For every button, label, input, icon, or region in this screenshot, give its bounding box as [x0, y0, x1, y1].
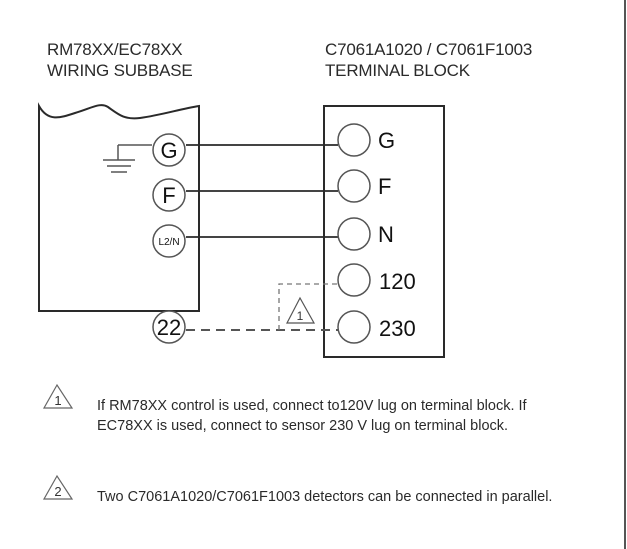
note-1-text: If RM78XX control is used, connect to120…: [97, 398, 527, 434]
note-2-marker: 2: [54, 484, 61, 499]
block-terminal-120-label: 120: [379, 269, 416, 294]
wire-22-120: [278, 283, 338, 330]
block-terminal-230-label: 230: [379, 316, 416, 341]
wiring-subbase-outline: [38, 102, 200, 312]
note-1-marker: 1: [54, 393, 61, 408]
note-2-warning-icon: 2: [42, 474, 74, 500]
block-terminal-g-label: G: [378, 128, 395, 153]
terminal-block-title: C7061A1020 / C7061F1003 TERMINAL BLOCK: [325, 39, 532, 81]
block-terminal-f: F: [337, 169, 391, 203]
wiring-subbase-label: WIRING SUBBASE: [47, 61, 193, 80]
terminal-block-model: C7061A1020 / C7061F1003: [325, 40, 533, 59]
terminal-block-label: TERMINAL BLOCK: [325, 61, 470, 80]
block-terminal-120: 120: [337, 263, 416, 297]
wiring-subbase-title: RM78XX/EC78XX WIRING SUBBASE: [47, 39, 193, 81]
ground-icon: [103, 144, 152, 173]
subbase-terminal-l2n-label: L2/N: [158, 237, 179, 248]
note-2-text: Two C7061A1020/C7061F1003 detectors can …: [97, 489, 553, 505]
subbase-terminal-22-label: 22: [157, 315, 181, 340]
wiring-subbase-model: RM78XX/EC78XX: [47, 40, 183, 59]
block-terminal-230: 230: [337, 310, 416, 344]
subbase-terminal-l2n: L2/N: [152, 224, 186, 258]
page-border: [624, 0, 626, 549]
subbase-terminal-f: F: [152, 178, 186, 212]
block-terminal-f-label: F: [378, 174, 391, 199]
subbase-terminal-f-label: F: [162, 183, 175, 208]
terminal-block-outline: [323, 105, 445, 358]
block-terminal-n: N: [337, 217, 394, 251]
subbase-terminal-g: G: [152, 133, 186, 167]
subbase-terminal-g-label: G: [160, 138, 177, 163]
note-1-warning-icon: 1: [42, 383, 74, 409]
block-terminal-n-label: N: [378, 222, 394, 247]
warning-marker-1-label: 1: [297, 309, 304, 323]
subbase-terminal-22: 22: [152, 310, 186, 344]
block-terminal-g: G: [337, 123, 395, 157]
warning-marker-1-icon: 1: [286, 296, 316, 324]
